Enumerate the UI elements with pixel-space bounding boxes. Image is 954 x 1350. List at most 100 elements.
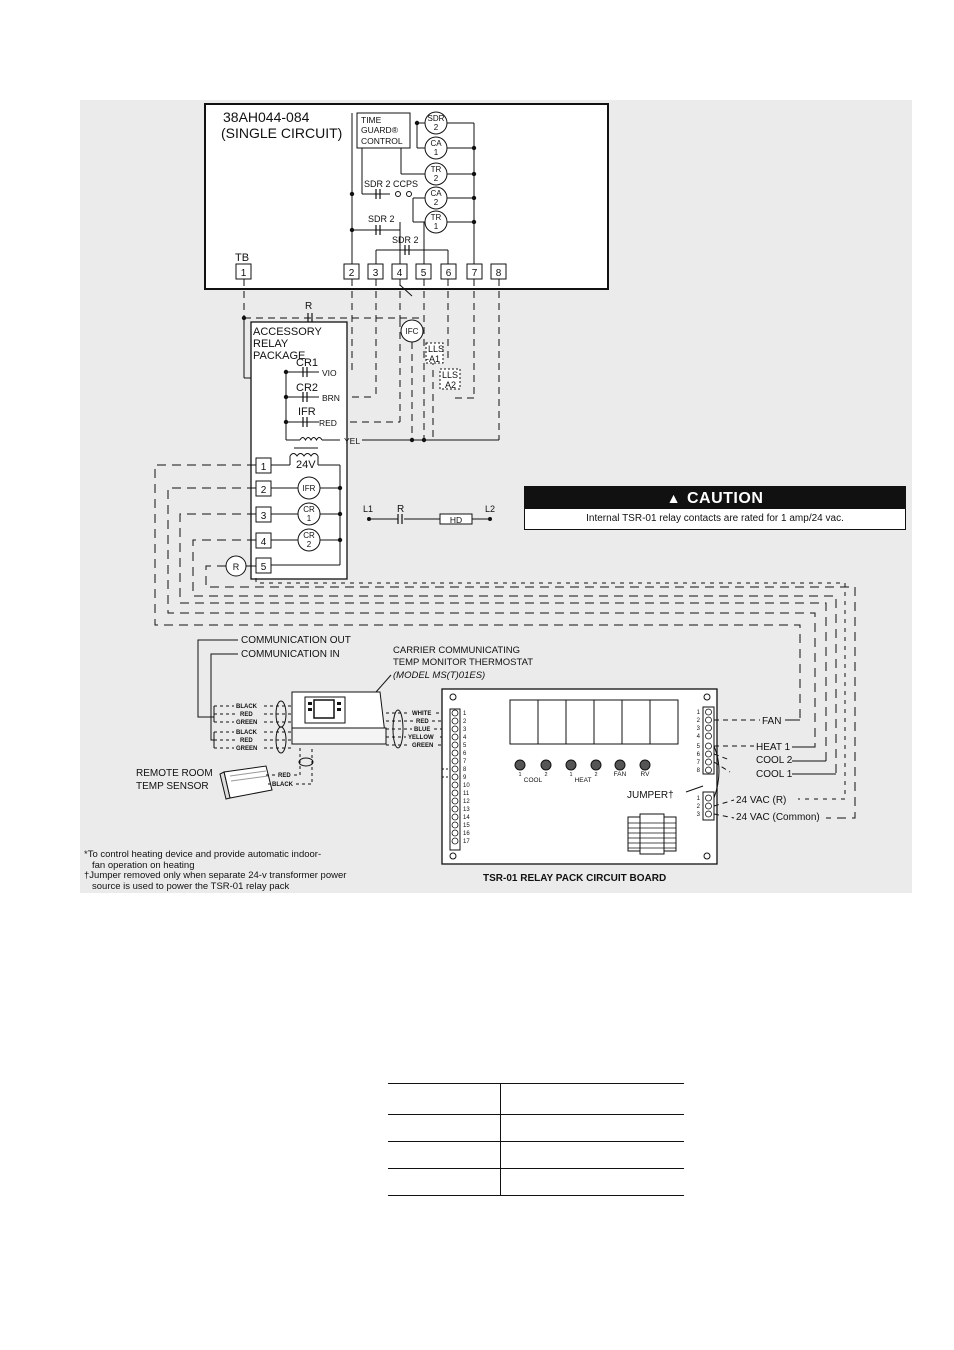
comm-wire-label: GREEN	[236, 720, 257, 726]
svg-text:TR: TR	[431, 165, 442, 174]
right-terminal-number: 5	[697, 744, 701, 750]
lls-a2: LLS A2	[439, 368, 461, 390]
table-row	[388, 1083, 684, 1115]
svg-text:SDR: SDR	[428, 114, 445, 123]
coil-ifc: IFC	[400, 319, 424, 343]
coil-cr2: CR 2	[297, 528, 321, 552]
left-terminal-number: 16	[463, 831, 470, 837]
caution-header: ▲ CAUTION	[525, 487, 905, 509]
relay-cr1-label: CR1	[296, 357, 318, 369]
tstat-wire-label: WHITE	[412, 711, 431, 717]
left-terminal-number: 11	[463, 791, 470, 797]
coil-r: R	[225, 555, 247, 577]
transformer-icon	[299, 437, 323, 442]
warning-icon: ▲	[666, 490, 681, 506]
led-cool-2	[540, 759, 552, 771]
table-row	[388, 1168, 684, 1196]
heater-hd-label: HD	[450, 515, 462, 525]
output-cool2: COOL 2	[756, 755, 793, 766]
contact-sdr2-b: SDR 2	[392, 235, 419, 245]
svg-text:CR: CR	[303, 505, 315, 514]
heater-l1-label: L1	[363, 504, 373, 514]
unit-circuit: (SINGLE CIRCUIT)	[221, 125, 342, 141]
power-terminal-number: 1	[697, 796, 701, 802]
time-guard-box	[356, 112, 411, 149]
comm-wire-label: RED	[240, 738, 253, 744]
contact-sdr2-ccps: SDR 2 CCPS	[364, 179, 418, 189]
tb-terminal-label: 3	[373, 268, 379, 279]
led-fan-label: FAN	[614, 771, 627, 778]
rp-terminal-label: 2	[261, 485, 267, 496]
heater-r-label: R	[397, 504, 404, 515]
relay-yel-label: YEL	[344, 436, 360, 446]
left-terminal-number: 9	[463, 775, 467, 781]
footnotes: *To control heating device and provide a…	[84, 849, 384, 892]
right-terminal-number: 4	[697, 734, 701, 740]
tb-terminal-label: 4	[397, 268, 403, 279]
left-terminal-number: 13	[463, 807, 470, 813]
comm-wire-label: RED	[240, 712, 253, 718]
right-terminal-screws	[705, 708, 712, 774]
sensor-wire-label: BLACK	[272, 782, 294, 788]
led-heat-label: HEAT	[575, 777, 592, 784]
relay-package-title-1: ACCESSORY	[253, 326, 323, 338]
board-relay	[537, 699, 567, 745]
output-cool1: COOL 1	[756, 769, 793, 780]
coil-ca2: CA 2	[424, 186, 448, 210]
caution-title: CAUTION	[686, 490, 764, 507]
jumper-label: JUMPER†	[627, 790, 674, 801]
coil-ca1: CA 1	[424, 136, 448, 160]
caution-text: Internal TSR-01 relay contacts are rated…	[586, 513, 844, 524]
svg-text:1: 1	[434, 222, 439, 231]
footnote-star-1: *To control heating device and provide a…	[84, 849, 322, 860]
board-relay	[509, 699, 539, 745]
right-terminal-number: 7	[697, 760, 701, 766]
svg-text:-A1: -A1	[426, 354, 440, 364]
board-relay	[649, 699, 679, 745]
comm-wire-label: GREEN	[236, 746, 257, 752]
coil-sdr2: SDR 2	[424, 111, 448, 135]
relay-brn-label: BRN	[322, 393, 340, 403]
board-relay	[565, 699, 595, 745]
footnote-dagger-2: source is used to power the TSR-01 relay…	[92, 880, 290, 892]
left-terminal-number: 14	[463, 815, 470, 821]
svg-text:2: 2	[434, 198, 439, 207]
left-terminal-number: 12	[463, 799, 470, 805]
led-number: 2	[544, 772, 547, 778]
right-terminal-number: 2	[697, 718, 701, 724]
lls-a1: LLS -A1	[425, 342, 444, 364]
relay-vio-label: VIO	[322, 368, 337, 378]
remote-sensor-icon	[219, 765, 273, 800]
left-terminal-number: 5	[463, 743, 467, 749]
right-terminal-strip	[702, 706, 715, 775]
svg-text:IFC: IFC	[406, 327, 419, 336]
time-guard-line3: CONTROL	[361, 136, 403, 146]
power-terminal-screws	[705, 794, 712, 818]
rp-terminal-label: 3	[261, 511, 267, 522]
left-terminal-number: 3	[463, 727, 467, 733]
coil-tr1: TR 1	[424, 210, 448, 234]
tstat-wire-label: YELLOW	[408, 735, 434, 741]
output-heat1: HEAT 1	[756, 742, 791, 753]
sensor-wire-label: RED	[278, 773, 291, 779]
led-number: 1	[569, 772, 572, 778]
contact-sdr2-a: SDR 2	[368, 214, 395, 224]
tb-label: TB	[235, 252, 249, 264]
board-relay	[621, 699, 651, 745]
tstat-title-1: CARRIER COMMUNICATING	[393, 645, 520, 656]
tb-terminal-label: 7	[472, 268, 478, 279]
led-number: 2	[594, 772, 597, 778]
relay-24v-label: 24V	[296, 459, 316, 471]
right-terminal-number: 3	[697, 726, 701, 732]
svg-text:2: 2	[307, 540, 312, 549]
right-terminal-number: 6	[697, 752, 701, 758]
tb-terminal-label: 2	[349, 268, 355, 279]
time-guard-line1: TIME	[361, 115, 382, 125]
power-terminal-number: 3	[697, 812, 701, 818]
tstat-title-2: TEMP MONITOR THERMOSTAT	[393, 657, 533, 668]
relay-package-title-2: RELAY	[253, 338, 289, 350]
power-terminal-number: 2	[697, 804, 701, 810]
led-cool-label: COOL	[524, 777, 543, 784]
svg-text:2: 2	[434, 123, 439, 132]
caution-box: ▲ CAUTION Internal TSR-01 relay contacts …	[524, 486, 906, 530]
